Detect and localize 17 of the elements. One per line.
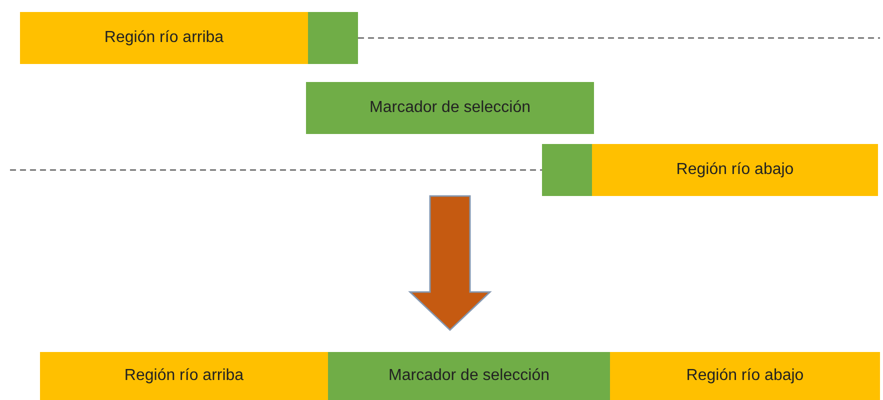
segment-label: Marcador de selección xyxy=(388,367,550,385)
segment-label: Región río arriba xyxy=(104,29,224,47)
segment-label: Región río abajo xyxy=(676,161,794,179)
gene-segment xyxy=(610,352,880,400)
gene-segment xyxy=(40,352,328,400)
gene-segment xyxy=(20,12,308,64)
gene-segment xyxy=(328,352,610,400)
overlap-segment xyxy=(308,12,358,64)
dashed-line xyxy=(358,37,880,39)
segment-label: Región río arriba xyxy=(124,367,244,385)
segment-label: Región río abajo xyxy=(686,367,804,385)
gene-segment xyxy=(306,82,594,134)
block-arrow xyxy=(408,195,492,332)
dashed-line xyxy=(10,169,542,171)
segment-label: Marcador de selección xyxy=(370,99,530,117)
overlap-segment xyxy=(542,144,592,196)
gene-segment xyxy=(592,144,878,196)
